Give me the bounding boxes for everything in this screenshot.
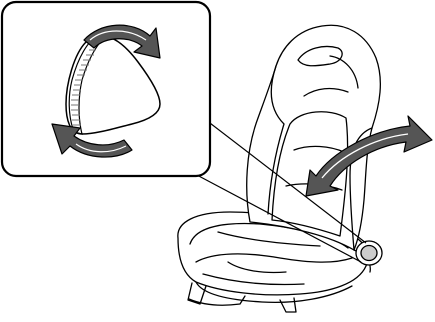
seat-rail (188, 283, 206, 304)
knob-detail-inset (2, 2, 210, 176)
